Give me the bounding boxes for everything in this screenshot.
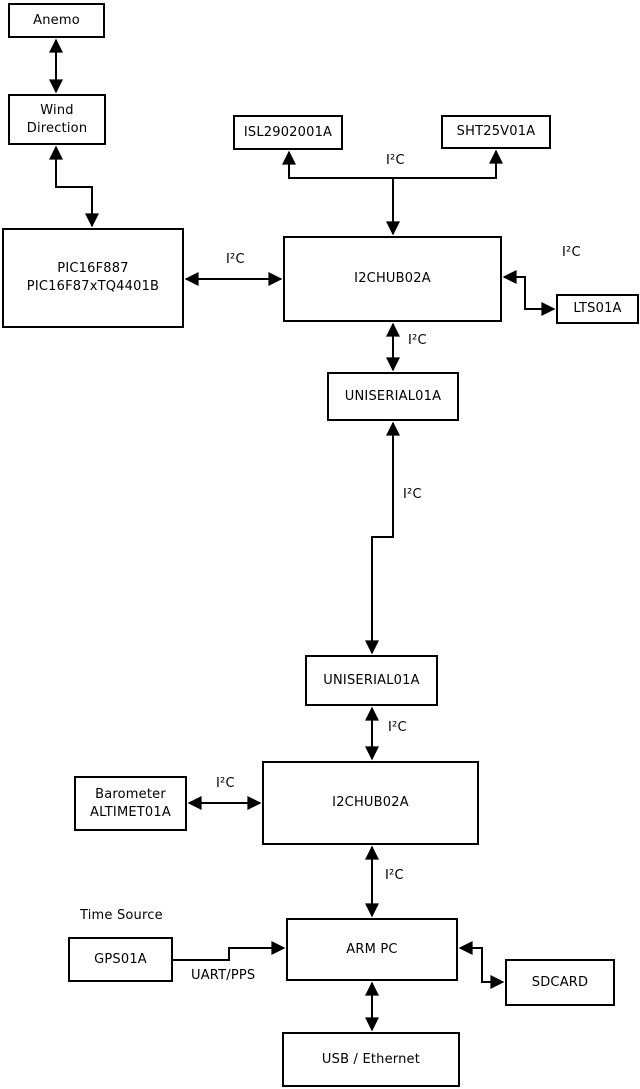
node-gps01a: GPS01A [68, 937, 173, 982]
bus-label-i2c-hub-lts: I²C [562, 245, 581, 260]
node-sdcard: SDCARD [505, 959, 615, 1006]
node-isl2902001a: ISL2902001A [233, 115, 343, 150]
label-uart-pps: UART/PPS [191, 968, 256, 983]
node-barometer: Barometer ALTIMET01A [74, 776, 187, 831]
node-uniserial-bottom: UNISERIAL01A [305, 655, 438, 706]
label-time-source: Time Source [80, 908, 163, 923]
bus-label-i2c-baro-hub2: I²C [216, 776, 235, 791]
connector-winddirection-pic [49, 145, 99, 228]
node-usb-ethernet: USB / Ethernet [282, 1032, 460, 1087]
bus-label-i2c-pic-hub: I²C [226, 252, 245, 267]
bus-label-i2c-uniserial-hub2: I²C [388, 720, 407, 735]
connector-uniserial-top-uniserial-bottom [365, 421, 400, 655]
node-lts01a: LTS01A [556, 294, 639, 324]
node-i2chub-bottom: I2CHUB02A [262, 761, 479, 845]
connector-i2chub-top-lts [502, 270, 556, 316]
bus-label-i2c-isl-sht: I²C [386, 153, 405, 168]
node-anemo: Anemo [8, 3, 105, 38]
node-uniserial-top: UNISERIAL01A [327, 372, 459, 421]
node-pic-mcu: PIC16F887 PIC16F87xTQ4401B [2, 228, 184, 328]
bus-label-i2c-long-link: I²C [403, 487, 422, 502]
node-i2chub-top: I2CHUB02A [283, 236, 502, 322]
node-wind-direction: Wind Direction [8, 94, 106, 145]
bus-label-i2c-hub-uniserial: I²C [408, 333, 427, 348]
connector-gps-armpc [173, 941, 286, 961]
node-arm-pc: ARM PC [286, 918, 458, 981]
node-sht25v01a: SHT25V01A [441, 115, 551, 149]
connector-armpc-sdcard [458, 941, 505, 989]
bus-label-i2c-hub2-armpc: I²C [385, 868, 404, 883]
